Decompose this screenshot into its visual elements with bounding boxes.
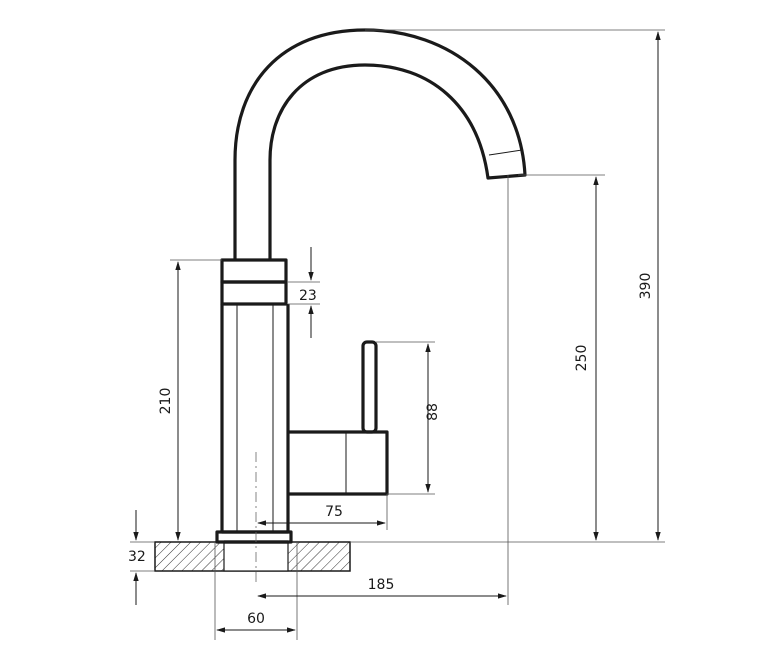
dim-spout-height: 250	[574, 176, 599, 541]
dim-spout-reach: 185	[257, 577, 507, 599]
dim-ring-height-label: 23	[299, 288, 317, 304]
dim-spout-height-label: 250	[574, 345, 590, 372]
dim-lever-reach-label: 75	[325, 504, 343, 520]
dim-base-diameter-label: 60	[247, 611, 265, 627]
dim-height-total-label: 390	[638, 273, 654, 300]
extension-lines	[130, 29, 665, 640]
lever	[361, 340, 378, 434]
dim-deck-thickness-label: 32	[128, 549, 146, 565]
lever-housing	[288, 430, 389, 496]
dim-lever-height: 88	[425, 343, 441, 493]
dim-ring-height: 23	[299, 247, 317, 338]
dim-deck-thickness: 32	[128, 510, 146, 605]
dim-lever-height-label: 88	[425, 403, 441, 421]
dim-body-height-label: 210	[158, 388, 174, 415]
body	[220, 304, 290, 534]
dim-body-height: 210	[158, 261, 181, 541]
dim-lever-reach: 75	[257, 504, 386, 526]
upper-ring	[220, 258, 288, 284]
countertop-section	[154, 540, 351, 572]
lower-ring	[220, 280, 288, 306]
dim-height-total: 390	[638, 31, 661, 541]
dim-spout-reach-label: 185	[368, 577, 395, 593]
spout	[233, 28, 527, 260]
base	[215, 530, 293, 544]
faucet-outline	[215, 28, 527, 585]
dim-base-diameter: 60	[216, 611, 296, 633]
